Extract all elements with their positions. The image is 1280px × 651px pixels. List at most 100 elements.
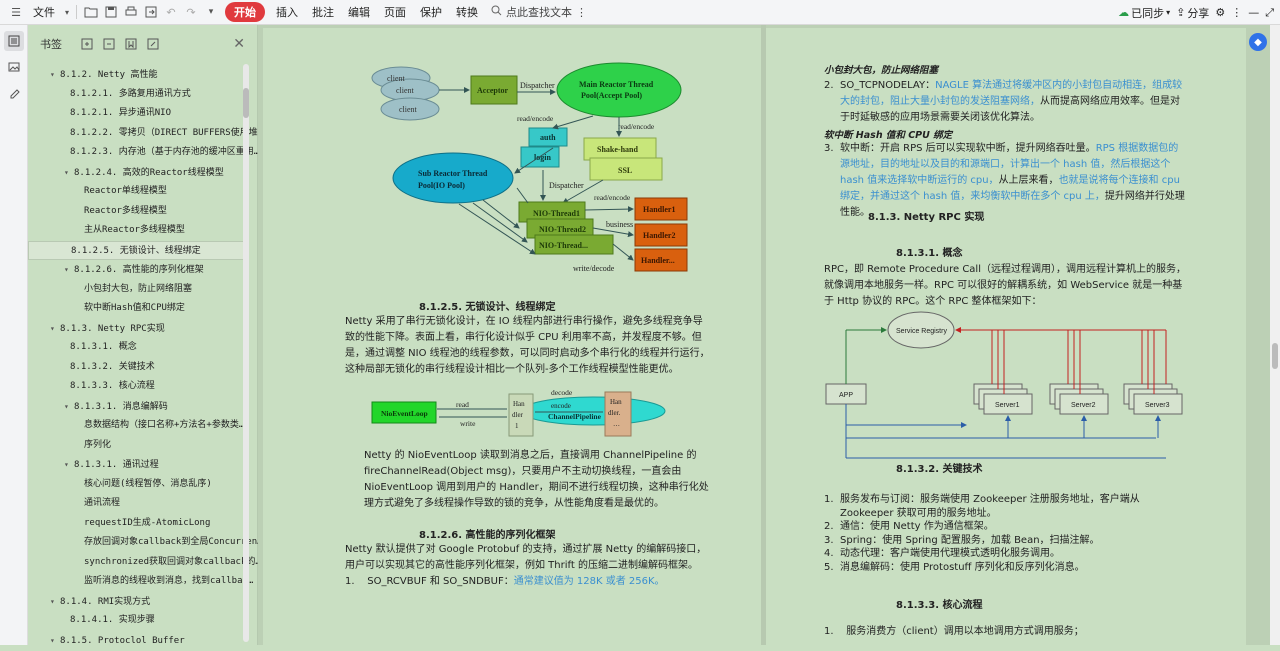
chevron-down-icon[interactable]: ▾: [64, 7, 69, 17]
add-bookmark-icon[interactable]: [124, 37, 138, 51]
top-toolbar: ☰ 文件 ▾ ↶ ↷ ▾ 开始 插入 批注 编辑 页面 保护 转换 点此查找文本: [0, 0, 1280, 25]
bookmark-item[interactable]: 序列化: [28, 436, 248, 456]
assistant-badge-icon[interactable]: ◆: [1249, 33, 1267, 51]
close-icon[interactable]: ✕: [233, 36, 245, 52]
client-label: client: [387, 74, 406, 83]
bookmark-label: 8.1.3. Netty RPC实现: [60, 323, 165, 334]
expand-toggle-icon[interactable]: ▾: [50, 323, 55, 333]
bookmark-item[interactable]: Reactor多线程模型: [28, 202, 248, 222]
document-scrollbar[interactable]: [1270, 25, 1280, 645]
list-item: 1.服务发布与订阅：服务端使用 Zookeeper 注册服务地址，客户端从 Zo…: [824, 494, 1140, 519]
tab-protect[interactable]: 保护: [420, 6, 442, 19]
tab-insert[interactable]: 插入: [276, 6, 298, 19]
settings-icon[interactable]: ⚙: [1215, 6, 1226, 19]
bookmark-item[interactable]: 主从Reactor多线程模型: [28, 221, 248, 241]
bookmark-item[interactable]: 通讯流程: [28, 494, 248, 514]
bookmark-scrollbar[interactable]: [243, 64, 249, 642]
handler-label: Handler...: [641, 256, 675, 265]
expand-toggle-icon[interactable]: ▾: [50, 635, 55, 645]
bookmark-item[interactable]: 小包封大包，防止网络阻塞: [28, 280, 248, 300]
bookmark-item[interactable]: 存放回调对象callback到全局Concurren…: [28, 533, 263, 553]
hamburger-menu-icon[interactable]: ☰: [11, 5, 21, 19]
bookmark-panel-icon[interactable]: [4, 31, 24, 51]
export-icon[interactable]: [141, 2, 161, 22]
bookmark-item[interactable]: requestID生成-AtomicLong: [28, 514, 248, 534]
ssl-box: [589, 157, 663, 181]
bookmark-item[interactable]: 核心问题(线程暂停、消息乱序): [28, 475, 248, 495]
read-encode-label: read/encode: [594, 193, 631, 202]
stamp-panel-icon[interactable]: [4, 83, 24, 103]
more-icon[interactable]: ⋮: [1231, 6, 1243, 19]
bookmark-item[interactable]: ▾8.1.2.4. 高效的Reactor线程模型: [28, 163, 248, 183]
bookmark-item[interactable]: 8.1.4.1. 实现步骤: [28, 611, 248, 631]
sync-status[interactable]: ☁ 已同步 ▾: [1118, 6, 1171, 20]
bookmark-item[interactable]: ▾ 8.1.2. Netty 高性能: [28, 65, 248, 85]
minimize-icon[interactable]: —: [1248, 6, 1260, 19]
bookmark-item[interactable]: 8.1.2.1. 多路复用通讯方式: [28, 85, 248, 105]
paragraph-rpc-concept: RPC，即 Remote Procedure Call（远程过程调用），调用远程…: [824, 264, 1186, 307]
bookmark-item[interactable]: ▾8.1.2.6. 高性能的序列化框架: [28, 260, 248, 280]
bookmark-item[interactable]: ▾8.1.5. Protoclol Buffer: [28, 631, 248, 651]
client-ellipse: [380, 97, 440, 121]
tab-convert[interactable]: 转换: [456, 6, 478, 19]
expand-toggle-icon[interactable]: ▾: [64, 167, 69, 177]
bookmark-item[interactable]: 8.1.2.5. 无锁设计、线程绑定: [28, 240, 248, 260]
more-options-icon[interactable]: ⋮: [576, 5, 587, 19]
panel-title: 书签: [40, 38, 62, 51]
dispatcher-label: Dispatcher: [549, 181, 584, 190]
save-icon[interactable]: [101, 2, 121, 22]
bookmark-item[interactable]: synchronized获取回调对象callback的…: [28, 553, 261, 573]
collapse-all-icon[interactable]: [102, 37, 116, 51]
bookmark-item[interactable]: 8.1.2.3. 内存池（基于内存池的缓冲区重用…: [28, 143, 259, 163]
bookmark-item[interactable]: 监听消息的线程收到消息，找到callbac…: [28, 572, 253, 592]
eventloop-box: [371, 401, 437, 424]
service-registry-ellipse: [887, 311, 955, 349]
open-folder-icon[interactable]: [81, 2, 101, 22]
print-icon[interactable]: [121, 2, 141, 22]
server-label: Server2: [1071, 402, 1096, 409]
expand-toggle-icon[interactable]: ▾: [64, 401, 69, 411]
bookmark-item[interactable]: 8.1.2.1. 异步通讯NIO: [28, 104, 248, 124]
handler-box: [634, 248, 688, 272]
handler-box: [604, 391, 632, 437]
bookmark-label: 通讯流程: [84, 498, 121, 508]
expand-toggle-icon[interactable]: ▾: [50, 596, 55, 606]
expand-toggle-icon[interactable]: ▾: [64, 265, 69, 274]
bookmark-label: synchronized获取回调对象callback的…: [84, 556, 261, 567]
tab-edit[interactable]: 编辑: [348, 6, 370, 19]
bookmark-label: 8.1.3.1. 概念: [70, 342, 137, 352]
undo-icon[interactable]: ↶: [166, 5, 176, 19]
share-button[interactable]: ⇪ 分享: [1176, 6, 1210, 20]
bookmark-item[interactable]: 8.1.2.2. 零拷贝（DIRECT BUFFERS使用堆外…: [28, 124, 272, 144]
bookmark-label: 8.1.2. Netty 高性能: [60, 70, 158, 80]
bookmark-item[interactable]: 息数据结构（接口名称+方法名+参数类…: [28, 416, 248, 436]
redo-icon[interactable]: ↷: [186, 5, 196, 19]
more-chevron-icon[interactable]: ▾: [208, 7, 214, 17]
fullscreen-icon[interactable]: ⤢: [1265, 5, 1274, 19]
bookmark-item[interactable]: ▾8.1.3.1. 消息编解码: [28, 397, 248, 417]
bookmark-item[interactable]: ▾ 8.1.3. Netty RPC实现: [28, 319, 248, 339]
bookmark-item[interactable]: 8.1.3.2. 关键技术: [28, 358, 248, 378]
bookmark-item[interactable]: Reactor单线程模型: [28, 182, 248, 202]
bookmark-item[interactable]: ▾8.1.3.1. 通讯过程: [28, 455, 248, 475]
expand-toggle-icon[interactable]: ▾: [50, 70, 55, 79]
bookmark-item[interactable]: 软中断Hash值和CPU绑定: [28, 299, 248, 319]
file-menu[interactable]: 文件: [33, 6, 55, 19]
bookmark-item[interactable]: 8.1.3.1. 概念: [28, 338, 248, 358]
tab-comment[interactable]: 批注: [312, 6, 334, 19]
shake-hand-label: Shake-hand: [597, 145, 638, 154]
expand-toggle-icon[interactable]: ▾: [64, 460, 69, 469]
rpc-architecture-diagram: Service Registry APP Server1 Server2: [825, 311, 1183, 459]
tab-page[interactable]: 页面: [384, 6, 406, 19]
tab-start[interactable]: 开始: [225, 2, 265, 22]
paragraph-eventloop: Netty 的 NioEventLoop 读取到消息之后，直接调用 Channe…: [364, 450, 709, 509]
bookmark-item[interactable]: 8.1.3.3. 核心流程: [28, 377, 248, 397]
expand-all-icon[interactable]: [80, 37, 94, 51]
sub-reactor-label: Sub Reactor Thread: [418, 169, 488, 178]
section-heading-8133: 8.1.3.3. 核心流程: [896, 600, 983, 611]
edit-bookmark-icon[interactable]: [146, 37, 160, 51]
bookmark-label: 息数据结构（接口名称+方法名+参数类…: [84, 420, 245, 430]
search-box[interactable]: 点此查找文本 ⋮: [491, 4, 587, 20]
bookmark-item[interactable]: ▾8.1.4. RMI实现方式: [28, 592, 248, 612]
image-panel-icon[interactable]: [4, 57, 24, 77]
